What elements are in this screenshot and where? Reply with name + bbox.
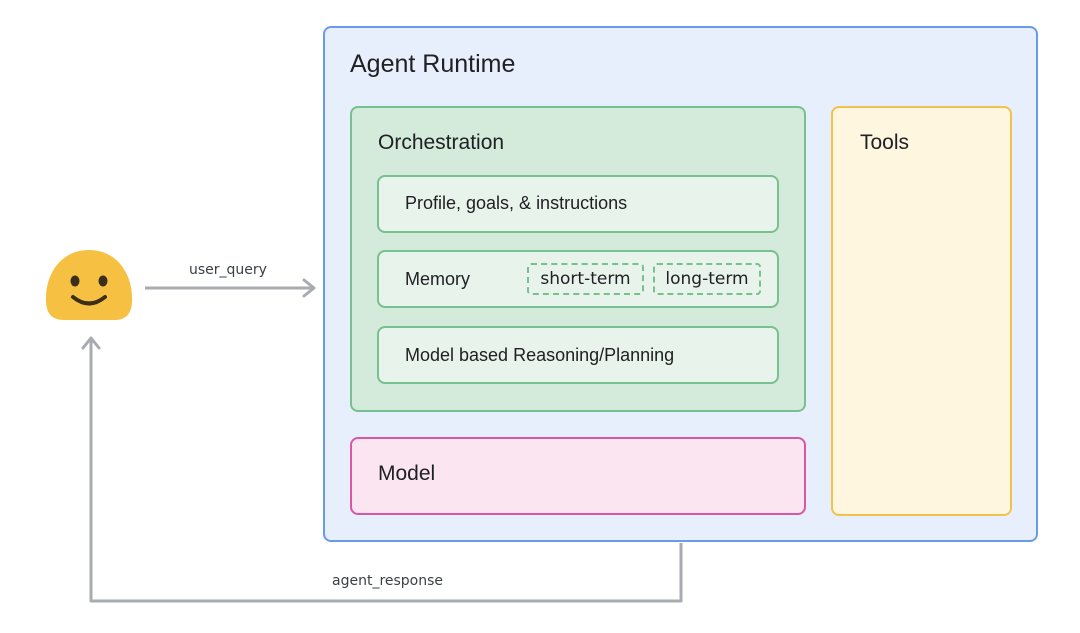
long-term-memory-chip: long-term (653, 263, 761, 295)
model-title: Model (378, 462, 436, 485)
agent-runtime-title: Agent Runtime (350, 50, 516, 78)
user-query-label: user_query (189, 262, 267, 278)
profile-goals-label: Profile, goals, & instructions (405, 193, 628, 213)
profile-goals-box (377, 175, 779, 233)
memory-box (377, 250, 779, 308)
tools-box (831, 106, 1012, 516)
model-box (350, 437, 806, 515)
user-query-arrow (145, 278, 316, 298)
reasoning-planning-box (377, 326, 779, 384)
agent-response-arrow (81, 336, 683, 603)
orchestration-title: Orchestration (378, 131, 505, 154)
short-term-memory-chip: short-term (527, 263, 644, 295)
reasoning-planning-label: Model based Reasoning/Planning (405, 345, 675, 365)
smiley-face-icon (45, 250, 133, 320)
tools-title: Tools (860, 131, 910, 154)
memory-label: Memory (405, 269, 471, 289)
agent-response-label: agent_response (332, 573, 444, 589)
